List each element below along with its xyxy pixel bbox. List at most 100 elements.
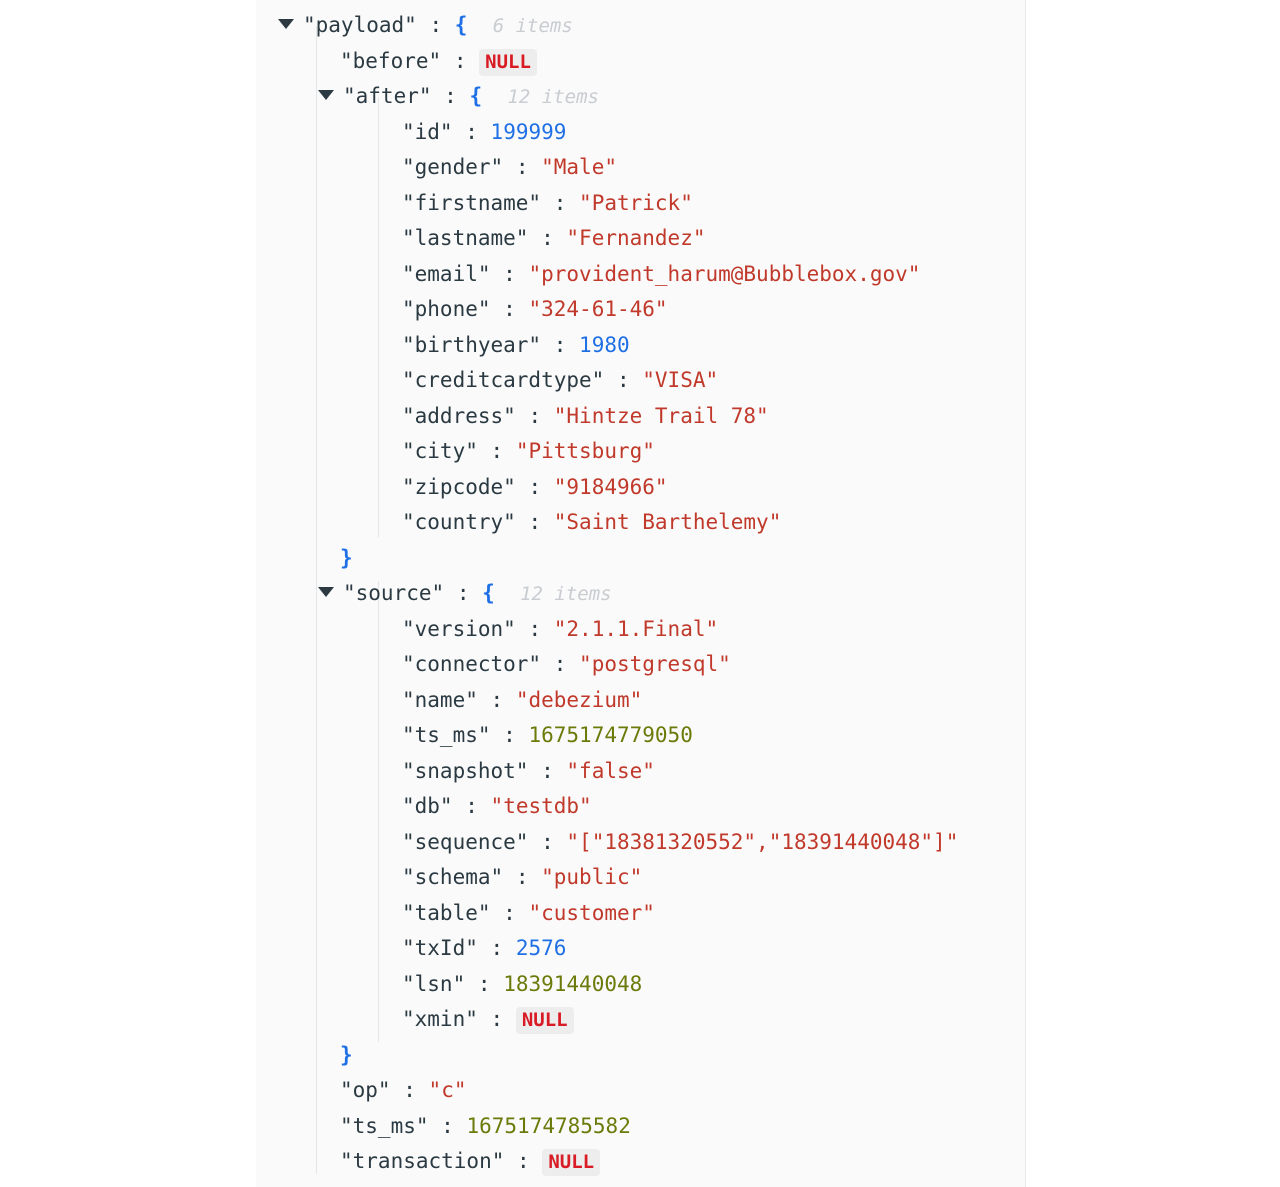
tree-node-after-field[interactable]: "firstname" : "Patrick" — [256, 186, 1025, 222]
json-colon: : — [453, 48, 467, 73]
json-close-brace: } — [340, 545, 353, 570]
after-close-brace-row: } — [256, 541, 1025, 577]
tree-node-source[interactable]: "source" : { 12 items — [256, 576, 1025, 612]
spacer — [554, 226, 567, 250]
json-key: "table" — [402, 900, 491, 925]
tree-node-after-field[interactable]: "id" : 199999 — [256, 115, 1025, 151]
spacer — [554, 759, 567, 783]
json-colon: : — [541, 226, 554, 250]
json-item-count: 6 items — [492, 15, 573, 37]
tree-node-after[interactable]: "after" : { 12 items — [256, 79, 1025, 115]
json-open-brace: { — [454, 13, 468, 37]
tree-node-transaction[interactable]: "transaction" : NULL — [256, 1144, 1025, 1180]
tree-node-source-field[interactable]: "version" : "2.1.1.Final" — [256, 612, 1025, 648]
json-colon: : — [503, 297, 516, 321]
spacer — [491, 297, 504, 321]
spacer — [491, 262, 504, 286]
tree-node-op[interactable]: "op" : "c" — [256, 1073, 1025, 1109]
json-colon: : — [503, 723, 516, 747]
spacer — [478, 439, 491, 463]
spacer — [630, 368, 643, 392]
json-value: 18391440048 — [503, 971, 643, 996]
json-open-brace: { — [469, 84, 483, 108]
tree-node-source-field[interactable]: "ts_ms" : 1675174779050 — [256, 718, 1025, 754]
spacer — [491, 972, 504, 996]
spacer — [503, 155, 516, 179]
json-value: 199999 — [490, 119, 567, 144]
json-value: "Hintze Trail 78" — [553, 403, 769, 428]
spacer — [503, 439, 516, 463]
json-tree: "payload" : { 6 items "before" : NULL "a… — [256, 0, 1025, 1187]
json-value: "c" — [428, 1078, 467, 1102]
tree-node-after-field[interactable]: "country" : "Saint Barthelemy" — [256, 505, 1025, 541]
json-value: 1675174785582 — [466, 1113, 631, 1138]
json-key: "snapshot" — [402, 758, 529, 783]
json-key: "version" — [402, 616, 516, 641]
json-item-count: 12 items — [520, 583, 612, 605]
json-close-brace: } — [340, 1042, 353, 1067]
spacer — [516, 404, 529, 428]
json-key: "id" — [402, 119, 453, 144]
tree-node-ts-ms[interactable]: "ts_ms" : 1675174785582 — [256, 1109, 1025, 1145]
spacer — [604, 368, 617, 392]
tree-node-source-field[interactable]: "sequence" : "["18381320552","1839144004… — [256, 825, 1025, 861]
json-key: "email" — [402, 261, 491, 286]
json-viewer-panel[interactable]: "payload" : { 6 items "before" : NULL "a… — [256, 0, 1026, 1187]
tree-node-after-field[interactable]: "birthyear" : 1980 — [256, 328, 1025, 364]
json-value: "testdb" — [490, 794, 592, 818]
tree-node-after-field[interactable]: "zipcode" : "9184966" — [256, 470, 1025, 506]
triangle-down-icon[interactable] — [318, 90, 334, 100]
json-key: "transaction" — [340, 1149, 505, 1173]
json-colon: : — [441, 1113, 454, 1138]
tree-node-before[interactable]: "before" : NULL — [256, 44, 1025, 80]
json-value: "Fernandez" — [566, 226, 706, 250]
tree-node-source-field[interactable]: "schema" : "public" — [256, 860, 1025, 896]
spacer — [541, 652, 554, 676]
tree-node-after-field[interactable]: "phone" : "324-61-46" — [256, 292, 1025, 328]
json-value: "324-61-46" — [528, 297, 668, 321]
tree-node-source-field[interactable]: "xmin" : NULL — [256, 1002, 1025, 1038]
json-colon: : — [541, 829, 554, 854]
json-key: "lsn" — [402, 971, 466, 996]
triangle-down-icon[interactable] — [318, 587, 334, 597]
spacer — [528, 155, 541, 179]
tree-node-source-field[interactable]: "name" : "debezium" — [256, 683, 1025, 719]
spacer — [528, 830, 541, 854]
json-colon: : — [503, 900, 516, 925]
json-key: "ts_ms" — [402, 723, 491, 747]
json-value: "VISA" — [642, 368, 719, 392]
tree-node-after-field[interactable]: "email" : "provident_harum@Bubblebox.gov… — [256, 257, 1025, 293]
spacer — [478, 936, 491, 960]
json-value: "debezium" — [515, 687, 643, 712]
tree-node-after-field[interactable]: "lastname" : "Fernandez" — [256, 221, 1025, 257]
null-badge: NULL — [515, 1007, 574, 1034]
json-value: "public" — [541, 865, 643, 889]
tree-node-source-field[interactable]: "snapshot" : "false" — [256, 754, 1025, 790]
tree-node-after-field[interactable]: "creditcardtype" : "VISA" — [256, 363, 1025, 399]
tree-node-source-field[interactable]: "txId" : 2576 — [256, 931, 1025, 967]
triangle-down-icon[interactable] — [278, 19, 294, 29]
json-colon: : — [456, 581, 470, 605]
json-colon: : — [444, 84, 457, 108]
spacer — [503, 936, 516, 960]
null-badge: NULL — [479, 48, 537, 76]
tree-node-after-field[interactable]: "gender" : "Male" — [256, 150, 1025, 186]
spacer — [541, 191, 554, 215]
spacer — [478, 794, 491, 818]
json-colon: : — [490, 936, 504, 960]
tree-node-source-field[interactable]: "lsn" : 18391440048 — [256, 967, 1025, 1003]
json-item-count: 12 items — [507, 86, 599, 108]
json-key: "after" — [343, 84, 432, 108]
tree-node-source-field[interactable]: "connector" : "postgresql" — [256, 647, 1025, 683]
json-value: "false" — [566, 758, 655, 783]
json-colon: : — [490, 439, 504, 463]
tree-node-source-field[interactable]: "db" : "testdb" — [256, 789, 1025, 825]
source-close-brace-row: } — [256, 1038, 1025, 1074]
tree-node-source-field[interactable]: "table" : "customer" — [256, 896, 1025, 932]
tree-node-after-field[interactable]: "city" : "Pittsburg" — [256, 434, 1025, 470]
spacer — [528, 226, 541, 250]
spacer — [516, 262, 529, 286]
json-colon: : — [553, 332, 567, 357]
tree-node-after-field[interactable]: "address" : "Hintze Trail 78" — [256, 399, 1025, 435]
tree-node-payload[interactable]: "payload" : { 6 items — [256, 8, 1025, 44]
